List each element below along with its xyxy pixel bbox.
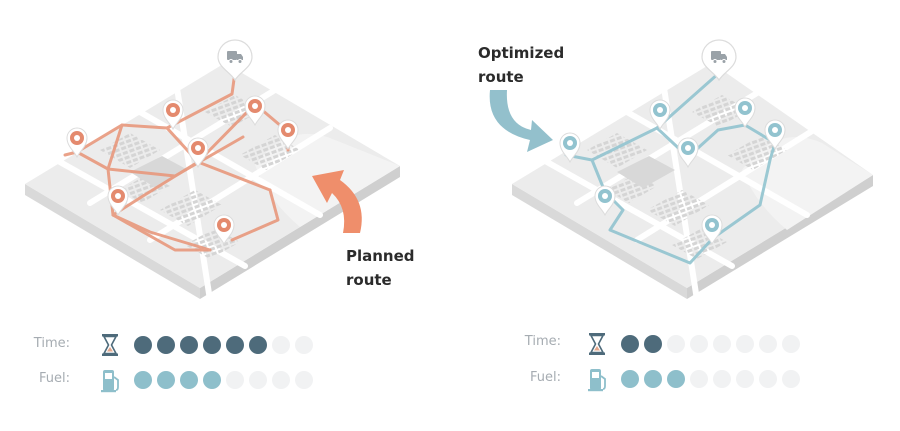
time-level-dot: [644, 335, 662, 353]
optimized-callout-line2: route: [478, 68, 524, 86]
optimized-route-map: [512, 63, 873, 303]
fuel-level-dot: [782, 370, 800, 388]
optimized-route-arrow: [489, 90, 553, 152]
fuel-level-dot: [226, 371, 244, 389]
time-level-dot: [713, 335, 731, 353]
time-level-dot: [690, 335, 708, 353]
optimized-fuel-label: Fuel:: [530, 370, 561, 385]
fuel-pump-icon: [100, 369, 119, 394]
truck-icon: [217, 39, 253, 82]
map-pin-icon: [734, 97, 756, 129]
fuel-level-dot: [690, 370, 708, 388]
hourglass-icon: [101, 333, 119, 357]
fuel-level-dot: [272, 371, 290, 389]
planned-callout-line2: route: [346, 271, 392, 289]
fuel-level-dot: [134, 371, 152, 389]
map-pin-icon: [559, 132, 581, 164]
planned-callout-line1: Planned: [346, 247, 415, 265]
time-level-dot: [203, 336, 221, 354]
fuel-level-dot: [759, 370, 777, 388]
optimized-callout-line1: Optimized: [478, 44, 565, 62]
map-pin-icon: [277, 119, 299, 151]
map-pin-icon: [677, 137, 699, 169]
fuel-level-dot: [736, 370, 754, 388]
time-level-dot: [180, 336, 198, 354]
fuel-level-dot: [713, 370, 731, 388]
time-level-dot: [295, 336, 313, 354]
map-pin-icon: [107, 185, 129, 217]
time-level-dot: [272, 336, 290, 354]
planned-route-map: [25, 63, 400, 303]
time-level-dot: [782, 335, 800, 353]
time-level-dot: [621, 335, 639, 353]
map-pin-icon: [213, 214, 235, 246]
truck-icon: [701, 39, 737, 82]
time-level-dot: [667, 335, 685, 353]
fuel-level-dot: [644, 370, 662, 388]
optimized-route-label: Optimized route: [478, 41, 564, 89]
fuel-level-dot: [621, 370, 639, 388]
time-level-dot: [134, 336, 152, 354]
map-pin-icon: [649, 99, 671, 131]
fuel-level-dot: [157, 371, 175, 389]
fuel-level-dot: [295, 371, 313, 389]
planned-time-label: Time:: [33, 336, 70, 351]
map-pin-icon: [187, 137, 209, 169]
planned-route-label: Planned route: [346, 244, 415, 292]
time-level-dot: [157, 336, 175, 354]
hourglass-icon: [588, 332, 606, 356]
time-level-dot: [759, 335, 777, 353]
planned-fuel-label: Fuel:: [39, 371, 70, 386]
map-pin-icon: [701, 214, 723, 246]
fuel-level-dot: [249, 371, 267, 389]
optimized-time-label: Time:: [524, 334, 561, 349]
map-pin-icon: [594, 185, 616, 217]
time-level-dot: [249, 336, 267, 354]
fuel-level-dot: [203, 371, 221, 389]
map-pin-icon: [66, 127, 88, 159]
fuel-pump-icon: [587, 368, 606, 393]
map-pin-icon: [162, 99, 184, 131]
fuel-level-dot: [667, 370, 685, 388]
map-pin-icon: [244, 95, 266, 127]
planned-route-arrow: [312, 170, 362, 233]
time-level-dot: [736, 335, 754, 353]
time-level-dot: [226, 336, 244, 354]
fuel-level-dot: [180, 371, 198, 389]
map-pin-icon: [764, 119, 786, 151]
